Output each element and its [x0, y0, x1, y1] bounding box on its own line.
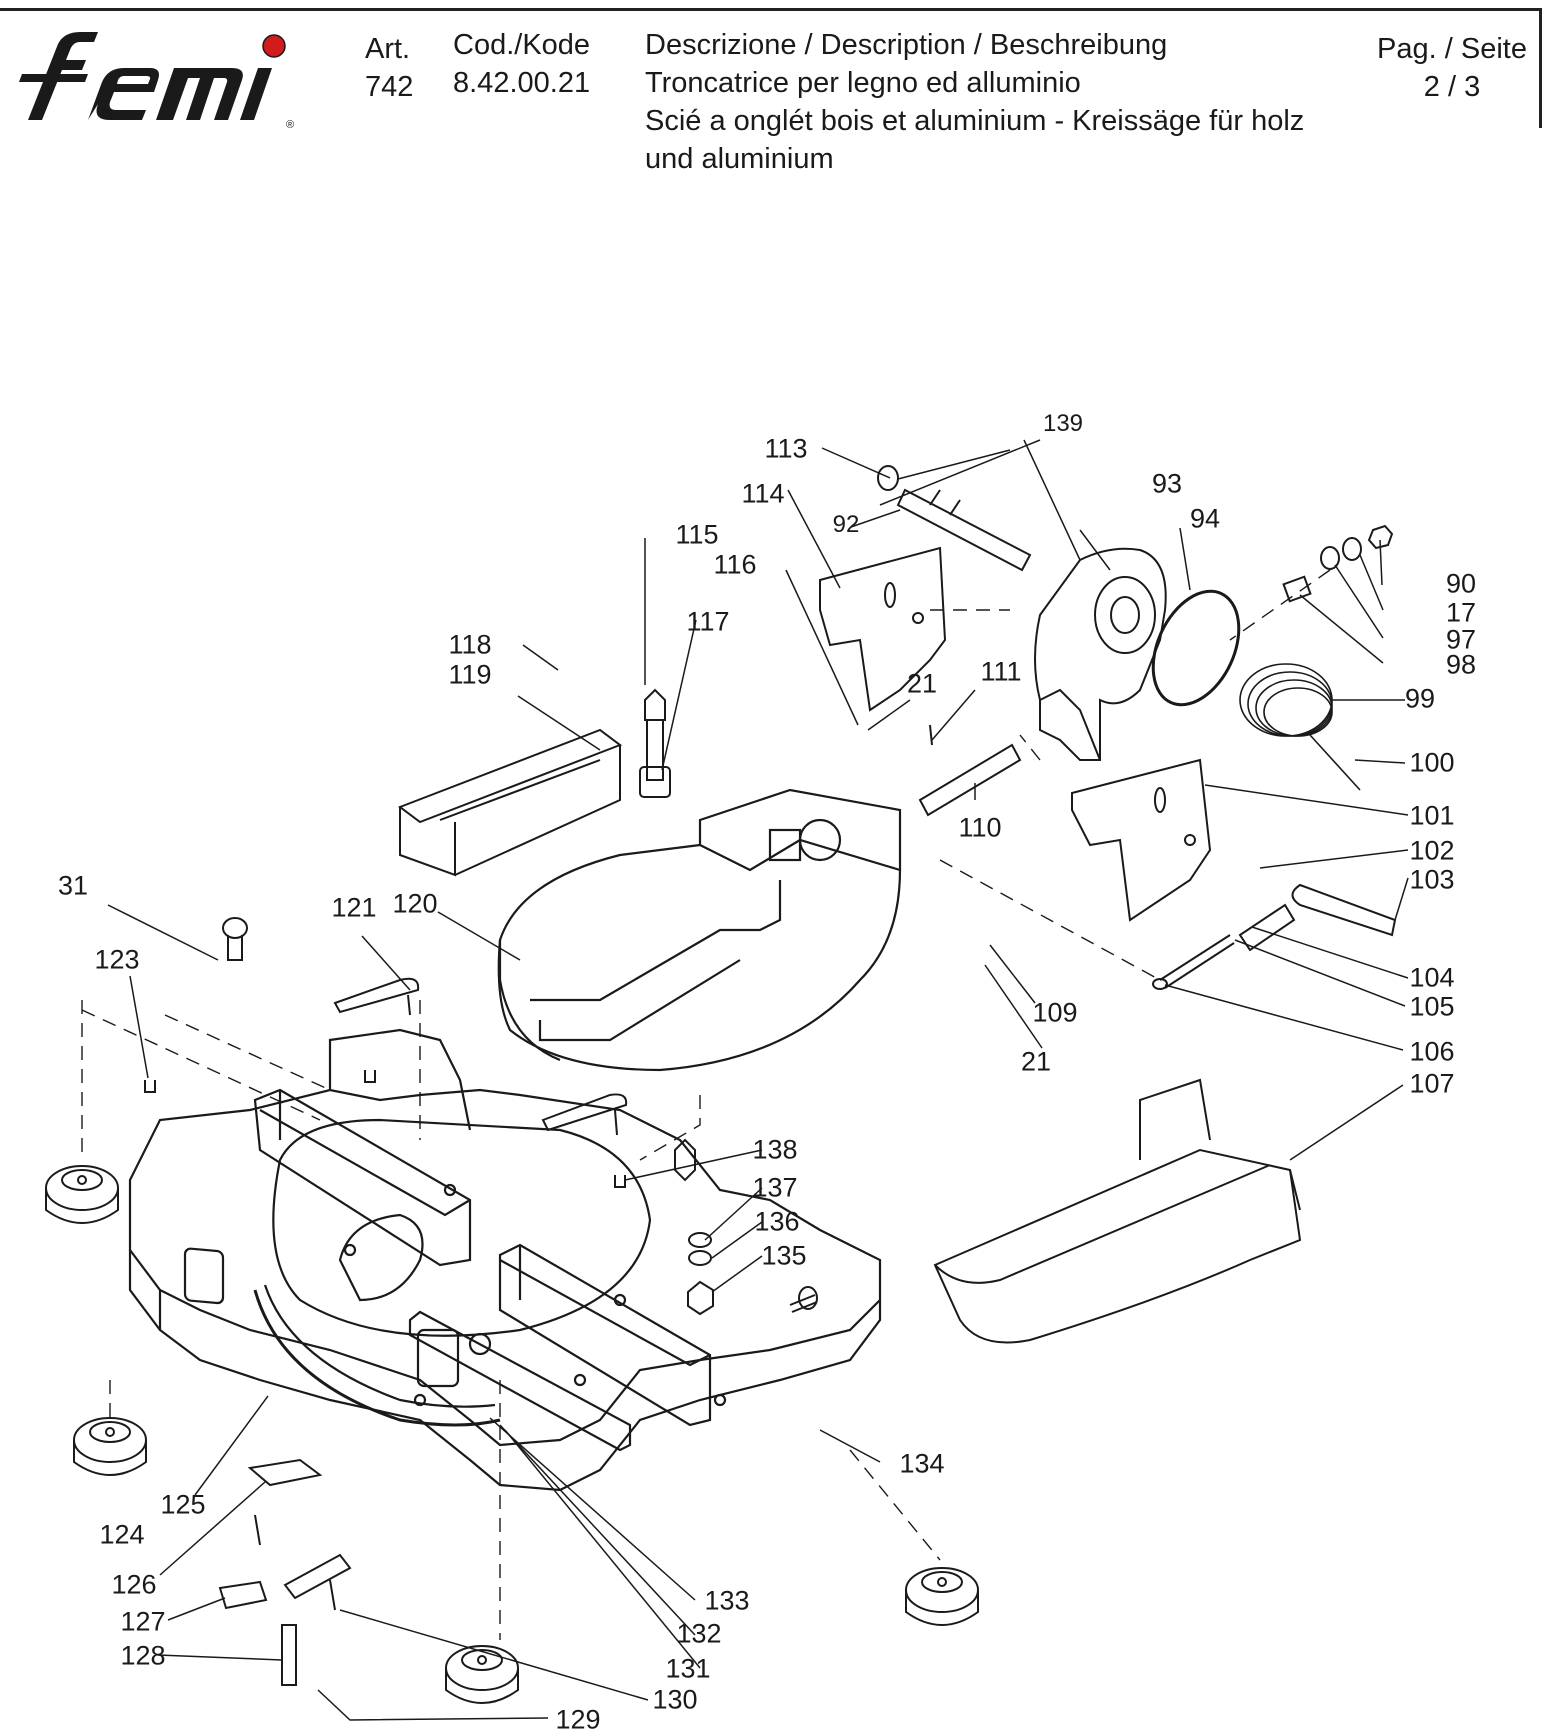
- callout-116: 116: [713, 549, 757, 580]
- callout-139: 139: [1042, 410, 1084, 437]
- turntable: [497, 788, 902, 1072]
- callout-98: 98: [1445, 649, 1477, 680]
- page-label: Pag. / Seite: [1377, 33, 1527, 65]
- callout-121: 121: [331, 892, 377, 923]
- washers-and-nut: [1282, 524, 1394, 603]
- callout-133: 133: [704, 1585, 750, 1616]
- blade-guard-upper: [819, 546, 947, 712]
- exploded-parts-diagram: [45, 439, 1409, 1721]
- page-value: 2 / 3: [1423, 71, 1481, 103]
- callout-102: 102: [1409, 835, 1455, 866]
- description-block: Descrizione / Description / Beschreibung…: [645, 26, 1345, 178]
- code-value: 8.42.00.21: [453, 67, 591, 99]
- callout-138: 138: [752, 1134, 798, 1165]
- callout-126: 126: [111, 1569, 157, 1600]
- art-label: Art.: [365, 33, 411, 65]
- callout-118: 118: [448, 629, 492, 660]
- base-table: [128, 1028, 882, 1492]
- callout-92: 92: [832, 511, 860, 538]
- callout-115: 115: [675, 519, 719, 550]
- callout-101: 101: [1409, 800, 1455, 831]
- callout-129: 129: [555, 1704, 601, 1735]
- callout-109: 109: [1032, 997, 1078, 1028]
- pivot-pin: [918, 724, 1022, 817]
- callout-134: 134: [899, 1448, 945, 1479]
- assembly-lines: [81, 569, 1331, 1640]
- code-block: Cod./Kode 8.42.00.21: [453, 26, 633, 102]
- callout-136: 136: [754, 1206, 800, 1237]
- logo-dot-icon: [262, 34, 286, 58]
- callout-94: 94: [1189, 503, 1221, 534]
- shaft: [877, 465, 1032, 572]
- callout-117: 117: [686, 606, 730, 637]
- leader-lines: [107, 439, 1409, 1721]
- callout-103: 103: [1409, 864, 1455, 895]
- fasteners: [144, 688, 818, 1316]
- callout-90: 90: [1445, 568, 1477, 599]
- callout-21-lower: 21: [1020, 1046, 1052, 1077]
- callout-113: 113: [764, 433, 808, 464]
- callout-135: 135: [761, 1240, 807, 1271]
- miter-lock-mechanism: [218, 1458, 352, 1686]
- callout-130: 130: [652, 1684, 698, 1715]
- callout-99: 99: [1404, 683, 1436, 714]
- callout-128: 128: [120, 1640, 166, 1671]
- description-label: Descrizione / Description / Beschreibung: [645, 29, 1168, 61]
- callout-131: 131: [665, 1653, 711, 1684]
- callout-107: 107: [1409, 1068, 1455, 1099]
- callout-105: 105: [1409, 991, 1455, 1022]
- callout-97: 97: [1445, 624, 1477, 655]
- femi-logo: ®: [19, 32, 294, 131]
- clamp-levers: [333, 883, 1397, 1136]
- sealing-ring: [1151, 589, 1241, 707]
- page-block: Pag. / Seite 2 / 3: [1372, 30, 1532, 106]
- description-line-2: Scié a onglét bois et aluminium - Kreiss…: [645, 105, 1305, 137]
- callout-119: 119: [448, 659, 492, 690]
- chip-chute: [933, 1078, 1302, 1344]
- art-value: 742: [365, 71, 414, 103]
- callout-132: 132: [676, 1618, 722, 1649]
- header-right-rule: [1539, 8, 1542, 128]
- callout-104: 104: [1409, 962, 1455, 993]
- description-line-1: Troncatrice per legno ed alluminio: [645, 67, 1081, 99]
- torsion-spring: [1239, 663, 1361, 791]
- callout-93: 93: [1151, 468, 1183, 499]
- callout-120: 120: [392, 888, 438, 919]
- description-line-3: und aluminium: [645, 143, 834, 175]
- lock-rod: [1152, 903, 1296, 990]
- callout-114: 114: [741, 478, 785, 509]
- callout-124: 124: [99, 1519, 145, 1550]
- callout-106: 106: [1409, 1036, 1455, 1067]
- callout-17: 17: [1445, 597, 1477, 628]
- header-top-rule: [0, 8, 1540, 11]
- code-label: Cod./Kode: [453, 29, 591, 61]
- callout-31: 31: [57, 870, 89, 901]
- callout-110: 110: [958, 812, 1002, 843]
- callout-127: 127: [120, 1606, 166, 1637]
- callout-123: 123: [94, 944, 140, 975]
- callout-21-upper: 21: [906, 668, 938, 699]
- rubber-feet: [45, 1165, 979, 1704]
- callout-100: 100: [1409, 747, 1455, 778]
- callout-125: 125: [160, 1489, 206, 1520]
- tilt-housing: [1034, 547, 1167, 761]
- callout-111: 111: [980, 656, 1022, 687]
- page-header: ® Art. 742 Cod./Kode 8.42.00.21 Descrizi…: [0, 0, 1546, 190]
- callout-137: 137: [752, 1172, 798, 1203]
- art-block: Art. 742: [365, 30, 425, 106]
- svg-text:®: ®: [286, 119, 294, 131]
- fence-extension: [397, 728, 623, 877]
- blade-guard-lower: [1071, 758, 1212, 922]
